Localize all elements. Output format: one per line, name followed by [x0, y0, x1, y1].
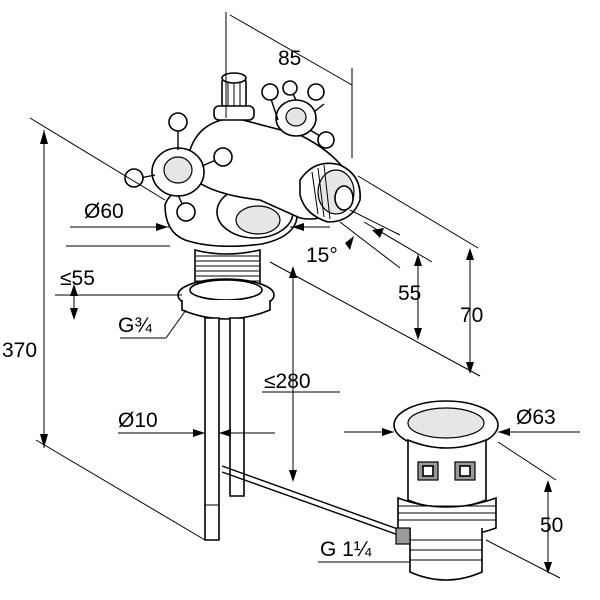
- dim-max-280: ≤280: [264, 370, 311, 393]
- dim-dia-10: Ø10: [118, 409, 158, 432]
- dim-70: 70: [460, 304, 483, 327]
- dim-370: 370: [2, 339, 37, 362]
- dim-thread-g34: G¾: [118, 314, 152, 337]
- dim-dia-60: Ø60: [84, 200, 124, 223]
- dimension-lines: [29, 12, 580, 579]
- pop-up-waste: [393, 400, 499, 581]
- pull-rod: [221, 465, 407, 533]
- left-cross-handle: [124, 112, 233, 222]
- bidet-mixer-body: [124, 72, 361, 248]
- dim-max-55: ≤55: [60, 267, 95, 290]
- threaded-shank: [177, 248, 275, 541]
- dim-85: 85: [278, 47, 301, 70]
- dim-50: 50: [540, 514, 563, 537]
- dim-thread-g114: G 1¼: [320, 538, 372, 561]
- dim-angle-15: 15°: [306, 244, 338, 267]
- dim-55: 55: [398, 282, 421, 305]
- right-cross-handle: [261, 80, 335, 149]
- dim-dia-63: Ø63: [516, 406, 556, 429]
